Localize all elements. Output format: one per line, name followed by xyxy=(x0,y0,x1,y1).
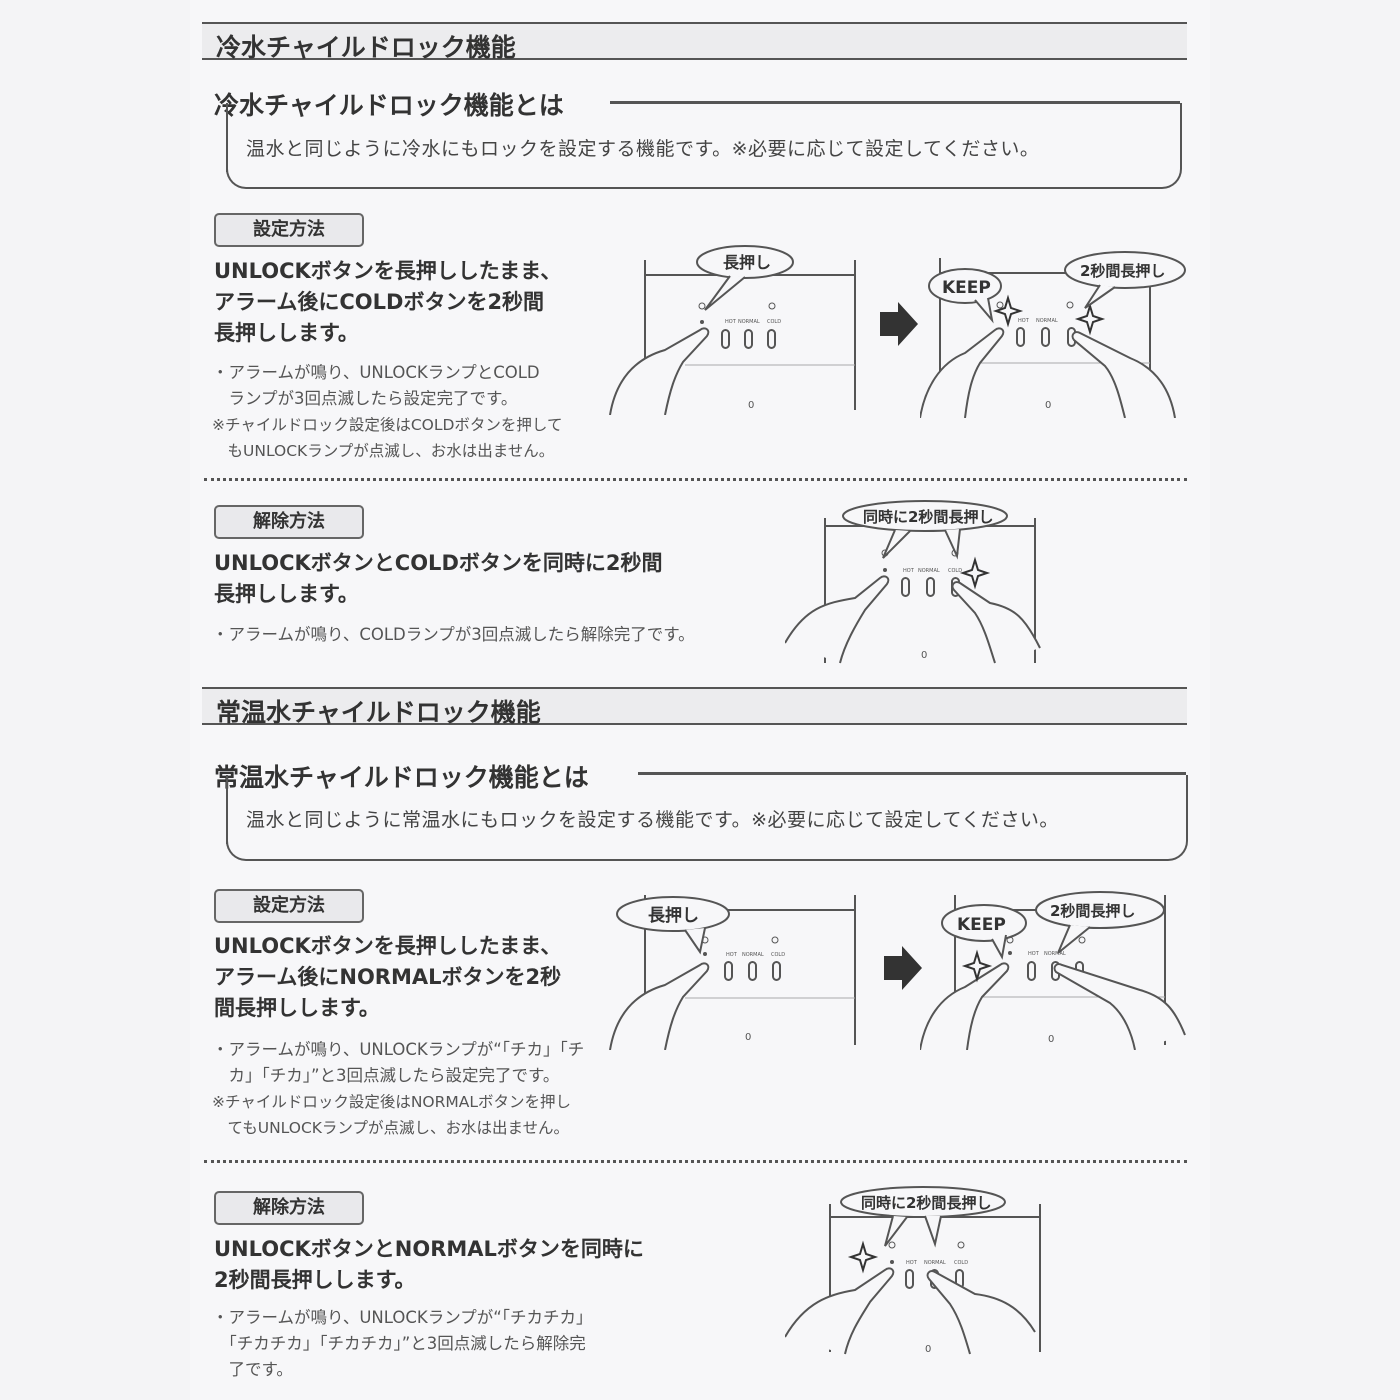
desc-edge xyxy=(226,122,228,172)
illustration-press: HOT NORMAL COLD 0 長押し xyxy=(605,240,865,415)
note-line: ・アラームが鳴り、COLDランプが3回点滅したら解除完了です。 xyxy=(212,625,695,644)
instruction-setting-normal: UNLOCKボタンを長押ししたまま、 アラーム後にNORMALボタンを2秒 間長… xyxy=(214,931,561,1024)
instruction-setting-cold: UNLOCKボタンを長押ししたまま、 アラーム後にCOLDボタンを2秒間 長押し… xyxy=(214,256,561,349)
arrow-icon xyxy=(884,946,924,990)
subtitle-normal: 常温水チャイルドロック機能とは xyxy=(214,763,589,792)
note-line: もUNLOCKランプが点滅し、お水は出ません。 xyxy=(212,442,555,460)
illustration-keep: HOT NORMAL 0 KEEP 2秒間長押し xyxy=(920,248,1190,418)
bubble-2sec: 2秒間長押し xyxy=(1080,262,1165,280)
normal-label: NORMAL xyxy=(742,952,764,958)
normal-label: NORMAL xyxy=(924,1260,946,1266)
note-release-normal: ・アラームが鳴り、UNLOCKランプが“「チカチカ」 「チカチカ」「チカチカ」”… xyxy=(212,1305,593,1383)
note-setting-normal: ・アラームが鳴り、UNLOCKランプが“「チカ」「チ カ」「チカ」”と3回点滅し… xyxy=(212,1037,584,1141)
hot-label: HOT xyxy=(1018,318,1030,324)
tag-release-cold: 解除方法 xyxy=(214,505,364,539)
drain-label: 0 xyxy=(921,650,927,661)
hot-label: HOT xyxy=(725,319,737,325)
note-line: 了です。 xyxy=(212,1360,293,1379)
hot-label: HOT xyxy=(906,1260,918,1266)
note-line: ・アラームが鳴り、UNLOCKランプが“「チカチカ」 xyxy=(212,1308,593,1327)
note-line: 「チカチカ」「チカチカ」”と3回点滅したら解除完 xyxy=(212,1334,586,1353)
drain-label: 0 xyxy=(1045,400,1051,411)
hot-label: HOT xyxy=(726,952,738,958)
instruction-line: UNLOCKボタンとNORMALボタンを同時に xyxy=(214,1237,644,1261)
note-line: ・アラームが鳴り、UNLOCKランプとCOLD xyxy=(212,363,540,382)
instruction-line: 間長押しします。 xyxy=(214,996,380,1020)
normal-label: NORMAL xyxy=(1044,951,1066,957)
section-title: 冷水チャイルドロック機能 xyxy=(216,33,516,62)
dotted-divider xyxy=(204,478,1187,481)
instruction-line: UNLOCKボタンを長押ししたまま、 xyxy=(214,259,562,283)
bubble-keep: KEEP xyxy=(942,278,991,298)
normal-label: NORMAL xyxy=(1036,318,1058,324)
note-line: ※チャイルドロック設定後はCOLDボタンを押して xyxy=(212,416,563,434)
note-release-cold: ・アラームが鳴り、COLDランプが3回点滅したら解除完了です。 xyxy=(212,622,695,648)
instruction-line: アラーム後にCOLDボタンを2秒間 xyxy=(214,290,545,314)
bubble-simultaneous: 同時に2秒間長押し xyxy=(863,508,993,526)
illustration-simultaneous: HOT NORMAL COLD 0 同時に2秒間長押し xyxy=(785,1182,1045,1357)
note-line: ※チャイルドロック設定後はNORMALボタンを押し xyxy=(212,1093,572,1111)
cold-label: COLD xyxy=(954,1260,968,1266)
note-line: カ」「チカ」”と3回点滅したら設定完了です。 xyxy=(212,1066,560,1085)
instruction-release-normal: UNLOCKボタンとNORMALボタンを同時に 2秒間長押しします。 xyxy=(214,1234,644,1296)
note-line: ・アラームが鳴り、UNLOCKランプが“「チカ」「チ xyxy=(212,1040,585,1059)
subtitle-rule xyxy=(610,101,1180,104)
illustration-simultaneous: HOT NORMAL COLD 0 同時に2秒間長押し xyxy=(785,498,1045,668)
dotted-divider xyxy=(204,1160,1187,1163)
description-cold: 温水と同じように冷水にもロックを設定する機能です。※必要に応じて設定してください… xyxy=(246,138,1040,160)
note-setting-cold: ・アラームが鳴り、UNLOCKランプとCOLD ランプが3回点滅したら設定完了で… xyxy=(212,360,562,464)
note-line: てもUNLOCKランプが点滅し、お水は出ません。 xyxy=(212,1119,570,1137)
tag-release-normal: 解除方法 xyxy=(214,1191,364,1225)
instruction-line: 長押しします。 xyxy=(214,321,359,345)
normal-label: NORMAL xyxy=(738,319,760,325)
instruction-line: UNLOCKボタンとCOLDボタンを同時に2秒間 xyxy=(214,551,663,575)
instruction-release-cold: UNLOCKボタンとCOLDボタンを同時に2秒間 長押しします。 xyxy=(214,548,662,610)
normal-label: NORMAL xyxy=(918,568,940,574)
drain-label: 0 xyxy=(1048,1034,1054,1045)
instruction-line: アラーム後にNORMALボタンを2秒 xyxy=(214,965,562,989)
arrow-icon xyxy=(880,302,920,346)
section-header-normal: 常温水チャイルドロック機能 xyxy=(202,687,1187,727)
cold-label: COLD xyxy=(767,319,781,325)
manual-page: 冷水チャイルドロック機能 冷水チャイルドロック機能とは 温水と同じように冷水にも… xyxy=(190,0,1210,1400)
tag-setting-normal: 設定方法 xyxy=(214,889,364,923)
cold-label: COLD xyxy=(771,952,785,958)
section-title: 常温水チャイルドロック機能 xyxy=(216,698,541,727)
drain-label: 0 xyxy=(925,1344,931,1355)
illustration-keep: HOT NORMAL 0 KEEP 2秒間長押し xyxy=(920,885,1190,1050)
cold-label: COLD xyxy=(948,568,962,574)
subtitle-rule xyxy=(638,772,1186,775)
instruction-line: 2秒間長押しします。 xyxy=(214,1268,416,1292)
instruction-line: 長押しします。 xyxy=(214,582,359,606)
section-header-cold: 冷水チャイルドロック機能 xyxy=(202,22,1187,62)
drain-label: 0 xyxy=(748,400,754,411)
hot-label: HOT xyxy=(903,568,915,574)
instruction-line: UNLOCKボタンを長押ししたまま、 xyxy=(214,934,562,958)
note-line: ランプが3回点滅したら設定完了です。 xyxy=(212,389,518,408)
drain-label: 0 xyxy=(745,1032,751,1043)
illustration-press: HOT NORMAL COLD 0 長押し xyxy=(605,890,865,1050)
bubble-2sec: 2秒間長押し xyxy=(1050,902,1135,920)
subtitle-cold: 冷水チャイルドロック機能とは xyxy=(214,91,564,120)
desc-edge xyxy=(226,792,228,844)
hot-label: HOT xyxy=(1028,951,1040,957)
tag-setting-cold: 設定方法 xyxy=(214,213,364,247)
bubble-press: 長押し xyxy=(723,253,771,272)
bubble-simultaneous: 同時に2秒間長押し xyxy=(861,1194,991,1212)
bubble-press: 長押し xyxy=(648,905,699,926)
description-normal: 温水と同じように常温水にもロックを設定する機能です。※必要に応じて設定してくださ… xyxy=(246,809,1059,831)
bubble-keep: KEEP xyxy=(957,915,1006,935)
